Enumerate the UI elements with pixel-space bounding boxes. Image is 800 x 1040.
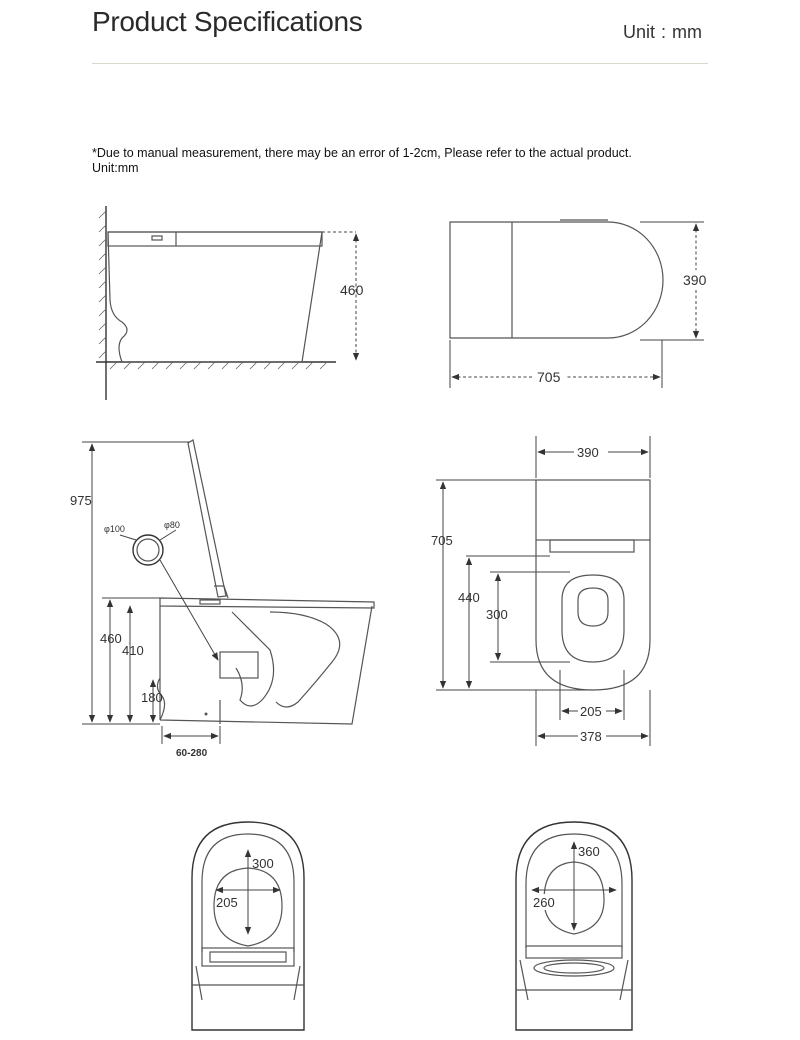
- seat-right-width-label: 260: [533, 895, 555, 910]
- seat-right-opening: [543, 861, 605, 935]
- seat-left-length-label: 300: [252, 856, 274, 871]
- outlet-height-label: 180: [141, 690, 163, 705]
- total-height-label: 975: [70, 493, 92, 508]
- base-width-label: 378: [580, 729, 602, 744]
- section-view-drawing: φ100 φ80 975 460 410 180 60-280: [70, 439, 375, 759]
- raised-lid: [187, 439, 227, 598]
- toilet-outline-top: [449, 221, 664, 339]
- seat-view-right-drawing: 360 260: [515, 821, 633, 1031]
- seat-view-left-drawing: 300 205: [191, 821, 305, 1031]
- side-view-drawing: 460: [96, 206, 364, 400]
- unit-label-text: Unit: [622, 22, 655, 42]
- seat-left-hinge: [201, 947, 295, 967]
- bowl-plan-outline: [535, 639, 651, 691]
- opening-length-label: 300: [486, 607, 508, 622]
- rough-in-label: 60-280: [176, 748, 208, 759]
- wall-hatch: [98, 210, 107, 359]
- pipe-outer-circle: [132, 534, 164, 566]
- notice-line-1: *Due to manual measurement, there may be…: [92, 146, 632, 160]
- toilet-body-section: [156, 605, 373, 725]
- control-panel-side: [151, 235, 163, 241]
- seat-right-outline: [515, 821, 633, 1031]
- outlet-section: [219, 651, 259, 679]
- pipe-inner-diameter: φ80: [164, 520, 180, 530]
- opening-inner: [577, 587, 609, 627]
- bowl-trap-section: [231, 611, 341, 708]
- top-view-drawing: 705 390: [449, 219, 712, 388]
- seat-left-opening: [213, 867, 283, 947]
- toilet-body-side: [107, 231, 323, 363]
- seat-right-rim: [533, 959, 615, 977]
- seat-left-width-label: 205: [216, 895, 238, 910]
- rim-height-label: 410: [122, 643, 144, 658]
- header-divider: [92, 63, 708, 64]
- seat-height-label: 460: [100, 631, 122, 646]
- pipe-outer-diameter: φ100: [104, 524, 125, 534]
- opening-width-label: 205: [580, 704, 602, 719]
- floor-hatch: [109, 361, 328, 370]
- control-panel-section: [199, 599, 221, 605]
- toilet-lid-side: [107, 231, 323, 247]
- opening-front-label: 440: [458, 590, 480, 605]
- opening-outer: [561, 574, 625, 663]
- seat-right-ring: [525, 833, 623, 948]
- front-length-label: 705: [431, 533, 453, 548]
- seat-section: [159, 597, 375, 609]
- front-width-label: 390: [577, 445, 599, 460]
- pipe-connection-arrow: [159, 559, 219, 661]
- notice-line-2: Unit:mm: [92, 161, 139, 175]
- top-length-label: 705: [537, 369, 561, 385]
- unit-label: Unit: mm: [623, 22, 702, 43]
- tank-plan: [535, 479, 651, 541]
- unit-separator: :: [660, 22, 666, 42]
- top-width-label: 390: [683, 272, 707, 288]
- seat-left-ring: [201, 833, 295, 952]
- seat-right-hinge: [525, 945, 623, 959]
- page-title: Product Specifications: [92, 6, 363, 37]
- seat-hinge-plan: [549, 539, 635, 553]
- pipe-inner-circle: [136, 538, 160, 562]
- measurement-notice: *Due to manual measurement, there may be…: [92, 146, 732, 176]
- side-height-label: 460: [340, 282, 364, 298]
- seat-left-outline: [191, 821, 305, 1031]
- unit-value: mm: [672, 22, 702, 42]
- front-view-drawing: 390 705 440 300 205 378: [431, 436, 651, 746]
- seat-right-length-label: 360: [578, 844, 600, 859]
